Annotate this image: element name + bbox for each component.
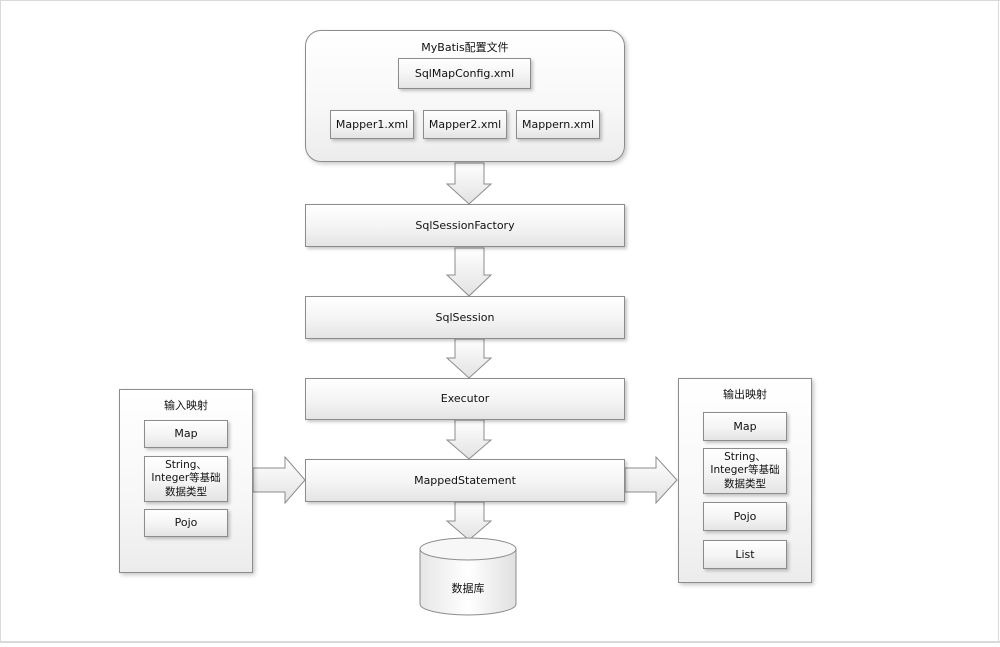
database-icon xyxy=(419,537,517,616)
arrow-config-to-factory xyxy=(445,162,493,205)
frame-bottom xyxy=(0,641,1000,643)
frame-right xyxy=(998,0,999,643)
arrow-session-to-executor xyxy=(445,338,493,379)
mapper-box: Mapper2.xml xyxy=(423,110,507,139)
arrow-input-to-statement xyxy=(252,455,306,505)
input-pojo-box: Pojo xyxy=(144,509,228,537)
arrow-statement-to-output xyxy=(624,455,678,505)
arrow-statement-to-database xyxy=(445,501,493,541)
output-list-box: List xyxy=(703,540,787,569)
config-group-title: MyBatis配置文件 xyxy=(421,41,509,54)
frame-top xyxy=(0,0,1000,1)
output-mapping-title: 输出映射 xyxy=(723,388,767,401)
output-map-box: Map xyxy=(703,412,787,441)
output-basic-types-box: String、 Integer等基础 数据类型 xyxy=(703,448,787,494)
arrow-factory-to-session xyxy=(445,247,493,297)
sqlmapconfig-box: SqlMapConfig.xml xyxy=(398,58,531,89)
config-group: MyBatis配置文件 xyxy=(305,30,625,162)
arrow-executor-to-statement xyxy=(445,419,493,460)
mapper-box: Mapper1.xml xyxy=(330,110,414,139)
input-basic-types-box: String、 Integer等基础 数据类型 xyxy=(144,456,228,502)
mappedstatement-box: MappedStatement xyxy=(305,459,625,502)
input-map-box: Map xyxy=(144,420,228,448)
executor-box: Executor xyxy=(305,378,625,420)
sqlsession-box: SqlSession xyxy=(305,296,625,339)
mapper-box: Mappern.xml xyxy=(516,110,600,139)
database-label: 数据库 xyxy=(451,582,485,595)
frame-left xyxy=(0,0,1,643)
sqlsessionfactory-box: SqlSessionFactory xyxy=(305,204,625,247)
input-mapping-title: 输入映射 xyxy=(164,399,208,412)
output-pojo-box: Pojo xyxy=(703,502,787,531)
